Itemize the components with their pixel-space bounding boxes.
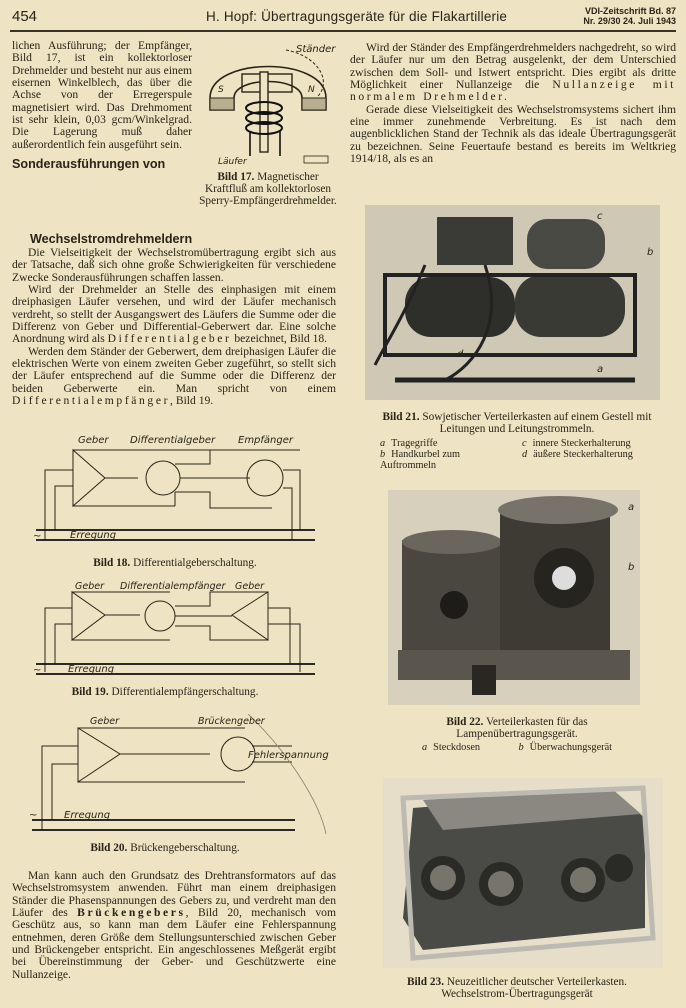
label-ac: ~ bbox=[33, 531, 41, 542]
figure-18-number: Bild 18. bbox=[93, 557, 131, 569]
figure-17-text: Magnetischer Kraftfluß am kollektorlosen… bbox=[199, 171, 337, 208]
figure-22-photo: a b bbox=[388, 490, 640, 705]
p2-text-b: bezeichnet, Bild 18. bbox=[231, 332, 328, 346]
right-paragraph-2: Gerade diese Vielseitigkeit des Wechsels… bbox=[350, 102, 676, 166]
callout-c: c bbox=[597, 211, 603, 222]
label-geber: Geber bbox=[90, 716, 120, 727]
figure-21-caption: Bild 21. Sowjetischer Verteilerkasten au… bbox=[362, 411, 672, 471]
label-staender: Ständer bbox=[296, 44, 336, 55]
journal-line-2: Nr. 29/30 24. Juli 1943 bbox=[583, 15, 676, 26]
p2-spaced: Differentialgeber bbox=[107, 332, 232, 346]
label-erregung: Erregung bbox=[64, 810, 110, 821]
paragraph-4: Man kann auch den Grundsatz des Drehtran… bbox=[12, 869, 336, 981]
left-column-bottom: Man kann auch den Grundsatz des Drehtran… bbox=[12, 869, 336, 981]
section-heading: Sonderausführungen von Wechselstromdrehm… bbox=[12, 157, 336, 246]
figure-19-diagram: Geber Differentialempfänger Geber Erregu… bbox=[33, 581, 315, 676]
figure-21-photo: c b d a bbox=[365, 205, 660, 400]
label-brueckengeber: Brückengeber bbox=[198, 716, 266, 727]
journal-info: VDI-Zeitschrift Bd. 87 Nr. 29/30 24. Jul… bbox=[583, 6, 676, 26]
figure-18-caption: Bild 18. Differentialgeberschaltung. bbox=[20, 557, 330, 569]
figure-17-number: Bild 17. bbox=[217, 171, 255, 184]
label-s: S bbox=[218, 85, 224, 95]
label-n: N bbox=[308, 85, 315, 95]
paragraph-3: Werden dem Ständer der Geberwert, dem dr… bbox=[12, 344, 336, 408]
figure-21-number: Bild 21. bbox=[382, 411, 420, 423]
label-differentialgeber: Differentialgeber bbox=[130, 435, 216, 446]
heading-line-1: Sonderausführungen von bbox=[12, 157, 166, 172]
rp1-spaced: Nullanzeige mit normalem Drehmelder. bbox=[350, 78, 676, 104]
right-paragraph-1: Wird der Ständer des Empfängerdrehmelder… bbox=[350, 41, 676, 104]
paragraph-1: Die Vielseitigkeit der Wechselstromübert… bbox=[12, 246, 336, 284]
figure-17-caption: Bild 17. Magnetischer Kraftfluß am kolle… bbox=[198, 171, 338, 207]
figure-20-text: Brückengeberschaltung. bbox=[130, 842, 240, 854]
p3-text-a: Werden dem Ständer der Geberwert, dem dr… bbox=[12, 344, 336, 395]
intro-paragraph: lichen Ausführung; der Empfänger, Bild 1… bbox=[12, 39, 192, 151]
figure-18-text: Differentialgeberschaltung. bbox=[133, 557, 257, 569]
figure-19-number: Bild 19. bbox=[71, 686, 109, 698]
p4-text-b: , Bild 20, mechanisch vom Geschütz aus, … bbox=[12, 906, 336, 981]
figure-19-caption: Bild 19. Differentialempfängerschaltung. bbox=[20, 686, 310, 698]
figure-21-text: Sowjetischer Verteilerkasten auf einem G… bbox=[422, 411, 652, 435]
label-ac: ~ bbox=[29, 810, 37, 821]
label-erregung: Erregung bbox=[70, 530, 116, 541]
heading-line-2: Wechselstromdrehmeldern bbox=[30, 232, 193, 246]
callout-a: a bbox=[597, 364, 603, 375]
figure-20-diagram: Geber Brückengeber Fehlerspannung Erregu… bbox=[29, 714, 329, 834]
label-ac: ~ bbox=[33, 665, 41, 676]
figure-17: Ständer S N Läufer Bild 17. Magnetischer… bbox=[198, 36, 338, 232]
callout-a: a bbox=[628, 502, 634, 513]
paragraph-2: Wird der Drehmelder an Stelle des einpha… bbox=[12, 283, 336, 346]
figure-22-text: Verteilerkasten für das Lampenübertragun… bbox=[456, 716, 588, 740]
callout-b: b bbox=[628, 562, 634, 573]
figure-23-line-2: Wechselstrom-Übertragungsgerät bbox=[441, 988, 593, 1000]
label-erregung: Erregung bbox=[68, 664, 114, 675]
p2-text-a: Wird der Drehmelder an Stelle des einpha… bbox=[12, 283, 336, 346]
figure-23-caption: Bild 23. Neuzeitlicher deutscher Verteil… bbox=[362, 976, 672, 1000]
label-empfaenger: Empfänger bbox=[238, 435, 294, 446]
figure-20-caption: Bild 20. Brückengeberschaltung. bbox=[20, 842, 310, 854]
label-laeufer: Läufer bbox=[218, 157, 248, 166]
figure-19-text: Differentialempfängerschaltung. bbox=[111, 686, 259, 698]
callout-b: b bbox=[647, 247, 653, 258]
p3-text-b: , Bild 19. bbox=[170, 394, 214, 408]
page-number: 454 bbox=[12, 8, 38, 25]
running-title: H. Hopf: Übertragungsgeräte für die Flak… bbox=[206, 9, 508, 24]
right-column-text: Wird der Ständer des Empfängerdrehmelder… bbox=[350, 41, 676, 166]
figure-23-number: Bild 23. bbox=[406, 976, 445, 988]
figure-23-photo bbox=[383, 778, 663, 968]
rp1-text: Wird der Ständer des Empfängerdrehmelder… bbox=[350, 41, 676, 92]
label-geber: Geber bbox=[78, 435, 109, 446]
page-header: 454 H. Hopf: Übertragungsgeräte für die … bbox=[0, 0, 686, 32]
p4-text-a: Man kann auch den Grundsatz des Drehtran… bbox=[12, 869, 336, 920]
header-rule bbox=[10, 30, 676, 32]
label-geber-1: Geber bbox=[75, 581, 105, 592]
label-fehlerspannung: Fehlerspannung bbox=[248, 750, 329, 761]
figure-18-diagram: Geber Differentialgeber Empfänger Erregu… bbox=[33, 435, 315, 542]
left-column-top: Ständer S N Läufer Bild 17. Magnetischer… bbox=[12, 39, 337, 408]
callout-d: d bbox=[457, 349, 464, 360]
p3-spaced: Differentialempfänger bbox=[12, 394, 171, 408]
figure-22-caption: Bild 22. Verteilerkasten für das Lampenü… bbox=[362, 716, 672, 753]
label-geber-2: Geber bbox=[235, 581, 265, 592]
figure-22-number: Bild 22. bbox=[446, 716, 484, 728]
label-differentialempfaenger: Differentialempfänger bbox=[120, 581, 226, 592]
figure-17-drawing: Ständer S N Läufer bbox=[209, 44, 336, 167]
p4-spaced: Brückengebers bbox=[77, 906, 186, 920]
figure-23-line-1: Neuzeitlicher deutscher Verteilerkasten. bbox=[446, 976, 628, 988]
figure-20-number: Bild 20. bbox=[90, 842, 128, 854]
journal-line-1: VDI-Zeitschrift Bd. 87 bbox=[584, 6, 676, 16]
